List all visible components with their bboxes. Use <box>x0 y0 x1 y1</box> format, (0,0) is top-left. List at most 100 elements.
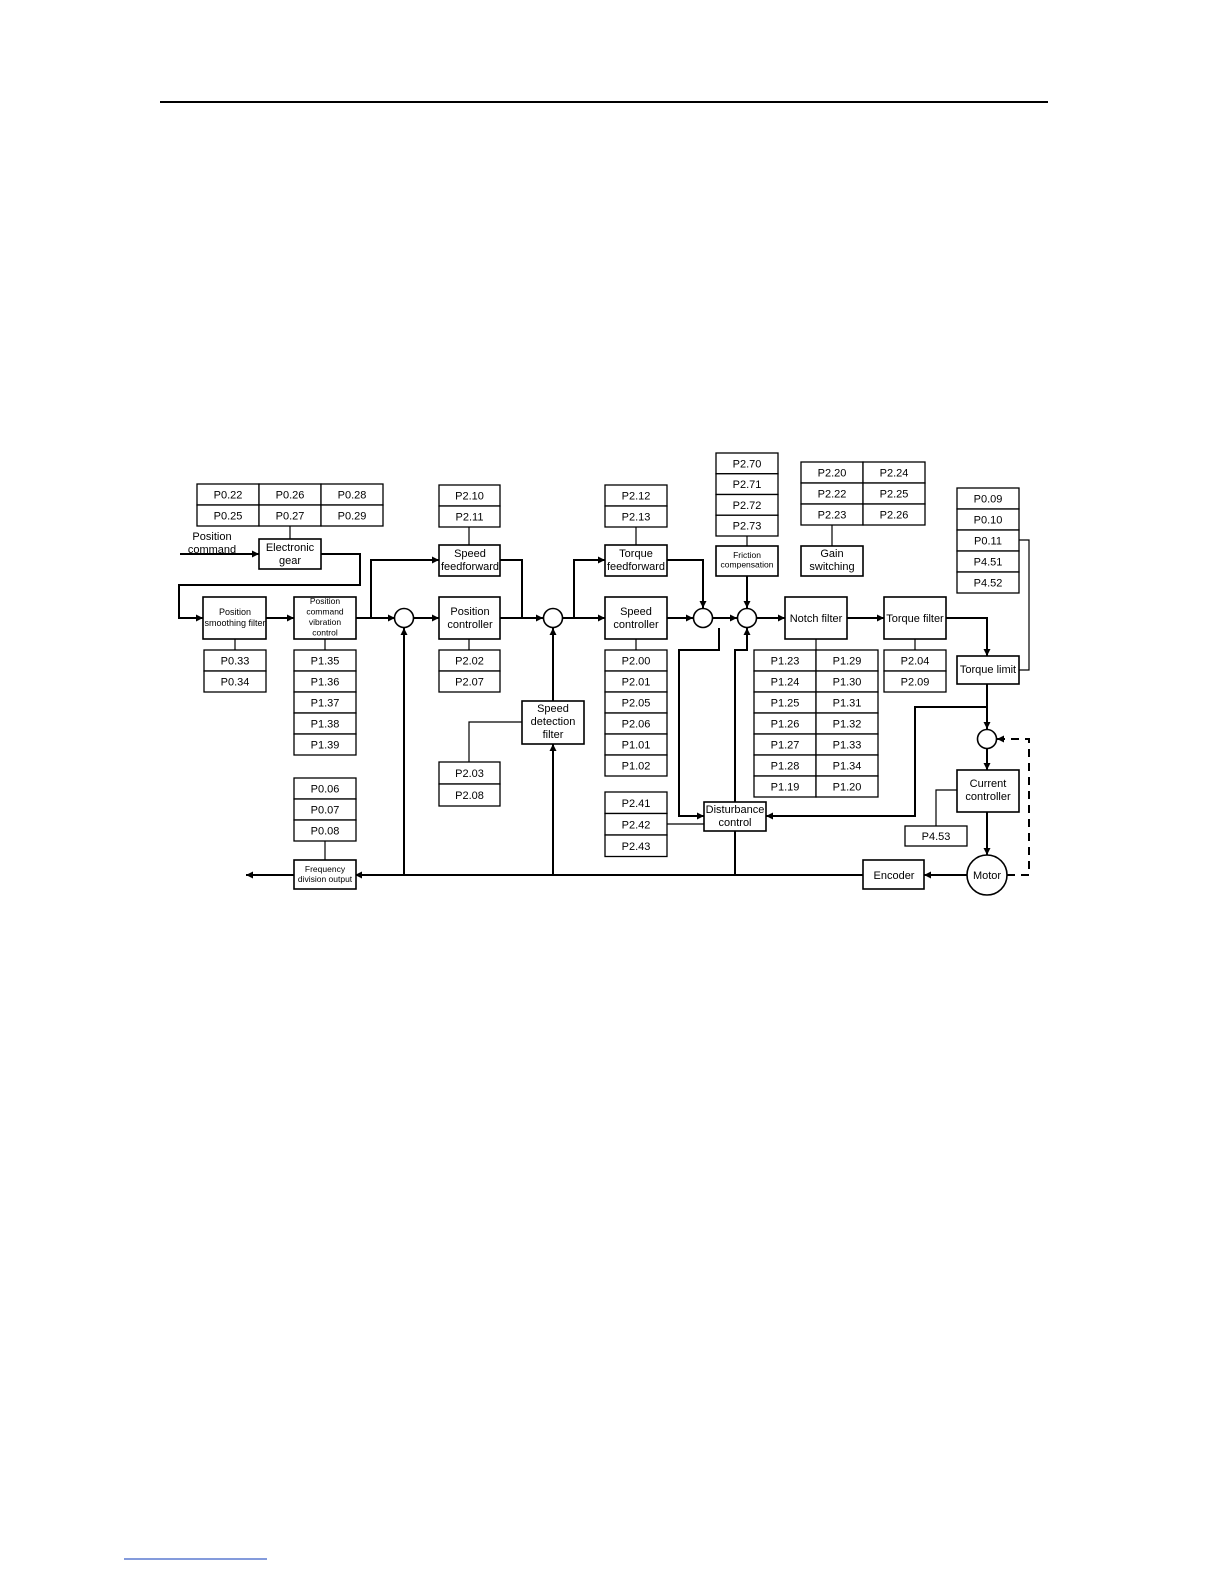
torque-summing-junction <box>692 607 714 629</box>
param-label: P0.28 <box>338 490 367 502</box>
param-label: P4.52 <box>974 578 1003 590</box>
param-label: P2.11 <box>456 512 484 524</box>
param-cell <box>203 670 267 693</box>
param-cell <box>862 503 926 526</box>
param-label: P1.02 <box>622 761 651 773</box>
param-label: P0.34 <box>221 677 250 689</box>
param-label: P2.41 <box>622 798 651 810</box>
param-label: P1.33 <box>833 740 862 752</box>
param-label: P2.07 <box>455 677 484 689</box>
param-cell <box>904 825 968 847</box>
param-label: P2.23 <box>818 510 847 522</box>
position-summing-junction <box>393 607 415 629</box>
param-label: P2.08 <box>455 790 484 802</box>
param-label: P2.20 <box>818 468 847 480</box>
param-label: P1.23 <box>771 656 800 668</box>
param-label: P2.01 <box>622 677 651 689</box>
torque-filter-label: Torque filter <box>886 613 944 625</box>
param-cell <box>604 754 668 777</box>
param-label: P2.03 <box>455 768 484 780</box>
param-label: P2.13 <box>622 512 651 524</box>
param-label: P0.09 <box>974 494 1003 506</box>
param-label: P2.00 <box>622 656 651 668</box>
param-cell <box>815 775 879 798</box>
notch-filter-label: Notch filter <box>790 613 843 625</box>
param-label: P4.53 <box>922 831 951 843</box>
param-label: P1.20 <box>833 782 862 794</box>
param-cell <box>715 514 779 537</box>
param-label: P2.06 <box>622 719 651 731</box>
param-label: P1.28 <box>771 761 800 773</box>
param-label: P1.35 <box>311 656 340 668</box>
param-label: P0.27 <box>276 511 305 523</box>
param-cell <box>604 505 668 528</box>
param-label: P1.32 <box>833 719 862 731</box>
param-label: P2.42 <box>622 819 651 831</box>
param-label: P0.10 <box>974 515 1003 527</box>
param-label: P0.07 <box>311 805 340 817</box>
param-label: P1.01 <box>622 740 651 752</box>
param-label: P1.25 <box>771 698 800 710</box>
param-cell <box>883 670 947 693</box>
param-label: P2.10 <box>455 491 484 503</box>
param-label: P0.29 <box>338 511 367 523</box>
encoder-label: Encoder <box>874 870 915 882</box>
param-label: P1.39 <box>311 740 340 752</box>
param-label: P2.73 <box>733 521 762 533</box>
param-label: P2.22 <box>818 489 847 501</box>
param-label: P0.26 <box>276 490 305 502</box>
param-label: P0.25 <box>214 511 243 523</box>
function-blocks <box>202 538 1020 896</box>
param-label: P1.27 <box>771 740 800 752</box>
param-cell <box>956 571 1020 594</box>
torque-limit-label: Torque limit <box>960 664 1016 676</box>
param-label: P0.22 <box>214 490 243 502</box>
param-label: P1.29 <box>833 656 862 668</box>
param-label: P0.33 <box>221 656 250 668</box>
param-label: P2.71 <box>733 479 762 491</box>
signal-lines <box>178 525 1030 879</box>
param-cell <box>320 504 384 527</box>
param-cell <box>293 733 357 756</box>
param-cell <box>438 783 501 807</box>
param-label: P1.19 <box>771 782 800 794</box>
current-summing-junction <box>976 728 998 750</box>
motor-label: Motor <box>973 870 1001 882</box>
param-label: P1.37 <box>311 698 340 710</box>
compensation-summing-junction <box>736 607 758 629</box>
param-label: P2.70 <box>733 458 762 470</box>
param-label: P2.04 <box>901 656 930 668</box>
param-cell <box>293 819 357 842</box>
param-label: P2.24 <box>880 468 909 480</box>
param-label: P0.11 <box>974 536 1002 548</box>
param-label: P2.25 <box>880 489 909 501</box>
summing-junctions <box>393 607 998 750</box>
param-label: P1.26 <box>771 719 800 731</box>
param-label: P0.08 <box>311 826 340 838</box>
param-label: P2.05 <box>622 698 651 710</box>
param-label: P2.12 <box>622 491 651 503</box>
param-label: P4.51 <box>974 557 1003 569</box>
param-cell <box>438 670 501 693</box>
param-label: P2.72 <box>733 500 762 512</box>
param-cell <box>438 505 501 528</box>
param-label: P2.43 <box>622 841 651 853</box>
param-cell <box>604 834 668 858</box>
speed-summing-junction <box>542 607 564 629</box>
